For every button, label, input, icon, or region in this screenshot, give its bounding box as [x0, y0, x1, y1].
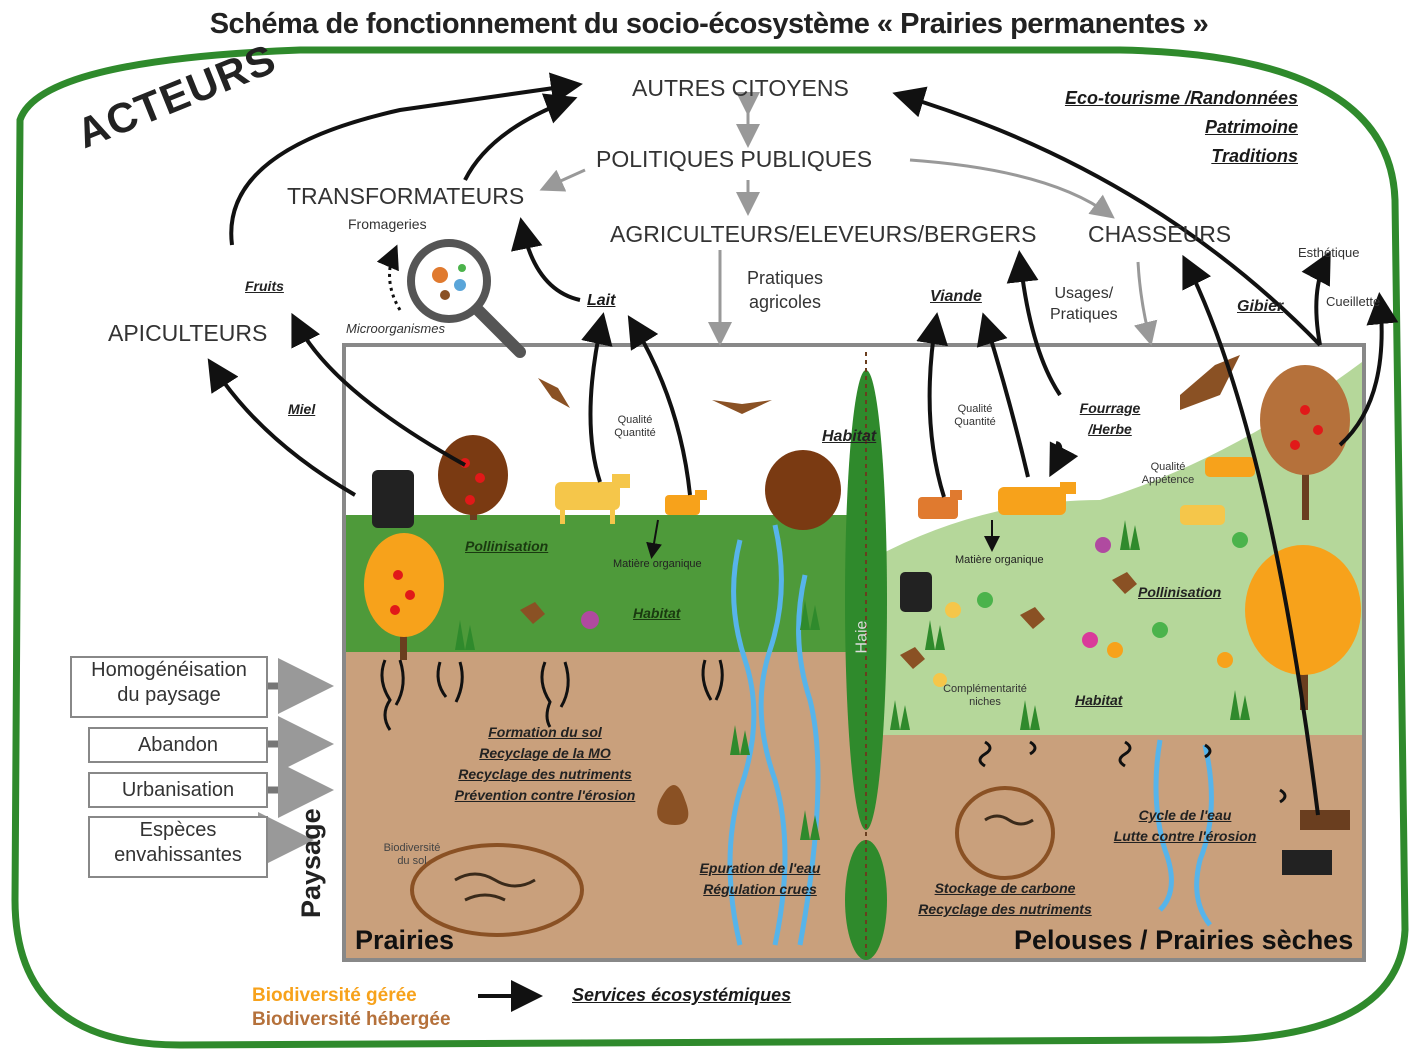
habitat-prairie-label: Habitat [633, 605, 681, 621]
service-cueillette: Cueillette [1326, 294, 1381, 309]
service-viande: Viande [930, 288, 982, 305]
actor-transformateurs: TRANSFORMATEURS [287, 183, 525, 209]
label-fromageries: Fromageries [348, 216, 427, 232]
pressure-urbanisation: Urbanisation [88, 772, 268, 808]
habitat-haie-label: Habitat [822, 428, 877, 445]
trees [364, 365, 1361, 710]
livestock [555, 457, 1255, 525]
service-gibier: Gibier [1237, 298, 1284, 315]
water-stream-3 [1153, 739, 1174, 912]
water-stream-1 [727, 539, 757, 946]
label-paysage: Paysage [296, 808, 326, 918]
zone-pelouses: Pelouses / Prairies sèches [1014, 925, 1354, 955]
legend-biodiversite-hebergee: Biodiversité hébergée [252, 1009, 451, 1030]
label-haie: Haie [853, 620, 871, 654]
matiere-organique-pelouse: Matière organique [955, 554, 1044, 566]
actor-chasseurs: CHASSEURS [1088, 221, 1232, 247]
service-esthetique: Esthétique [1298, 245, 1360, 260]
matiere-organique-prairie: Matière organique [613, 558, 702, 570]
soil-biodiversity-circle-left [410, 843, 584, 937]
beehive-right [900, 572, 932, 612]
pollinisation-prairie-label: Pollinisation [465, 538, 549, 554]
label-microorganismes: Microorganismes [346, 321, 445, 336]
actor-autres-citoyens: AUTRES CITOYENS [632, 75, 849, 101]
legend-services-ecosystemiques: Services écosystémiques [572, 985, 792, 1005]
cultural-service-patrimoine: Patrimoine [1204, 117, 1298, 137]
cultural-service-traditions: Traditions [1211, 146, 1298, 166]
cultural-service-ecotourisme: Eco-tourisme /Randonnées [1064, 88, 1298, 108]
pollinisation-pelouse-label: Pollinisation [1138, 584, 1222, 600]
actor-agriculteurs: AGRICULTEURS/ELEVEURS/BERGERS [610, 221, 1037, 247]
diagram-title: Schéma de fonctionnement du socio-écosys… [209, 8, 1209, 40]
actor-politiques-publiques: POLITIQUES PUBLIQUES [596, 146, 873, 172]
label-usages-pratiques: Usages/Pratiques [1050, 285, 1118, 323]
actor-apiculteurs: APICULTEURS [108, 320, 268, 346]
soil-biodiversity-circle-right [955, 786, 1055, 880]
service-miel: Miel [288, 401, 316, 417]
roots [380, 659, 1287, 804]
service-fourrage-herbe: Fourrage/Herbe [1079, 400, 1141, 437]
pressure-abandon: Abandon [88, 727, 268, 763]
service-arrows [207, 72, 1399, 816]
zone-prairies: Prairies [355, 925, 455, 955]
legend-biodiversite-geree: Biodiversité gérée [252, 985, 417, 1006]
dry-meadow-area [870, 362, 1362, 735]
wildlife [520, 355, 1350, 875]
service-fruits: Fruits [245, 278, 284, 294]
service-lait: Lait [587, 292, 616, 309]
magnifier-icon [407, 239, 526, 358]
water-stream-2 [758, 524, 788, 946]
outer-green-frame [11, 46, 1409, 1049]
pressure-arrows [258, 658, 334, 868]
habitat-pelouse-label: Habitat [1075, 692, 1123, 708]
beehive-left [372, 470, 414, 528]
